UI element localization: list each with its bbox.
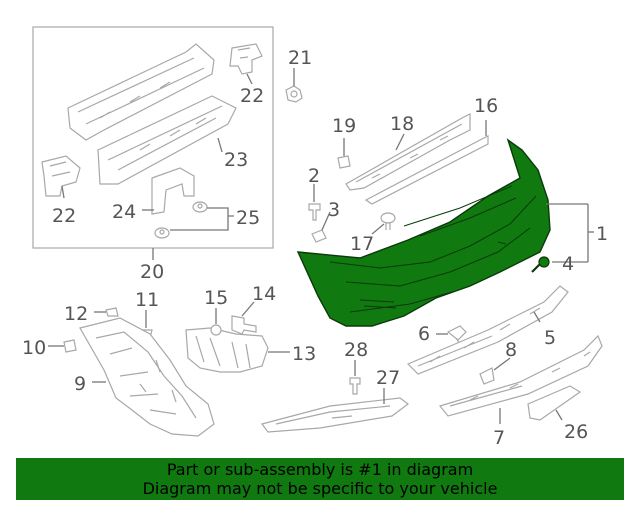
callout-14: 14 <box>252 283 276 305</box>
callout-8: 8 <box>505 339 517 361</box>
callout-7: 7 <box>493 427 505 449</box>
callout-27: 27 <box>376 367 400 389</box>
part-16-trim-strip[interactable] <box>364 135 489 205</box>
part-17-push-clip[interactable] <box>380 212 396 230</box>
part-28-bolt[interactable] <box>349 377 361 395</box>
part-12-clip[interactable] <box>105 307 119 317</box>
part-25-nut-lower[interactable] <box>154 227 170 239</box>
callout-5: 5 <box>544 327 556 349</box>
part-21-bolt[interactable] <box>285 85 303 103</box>
banner-line-1: Part or sub-assembly is #1 in diagram <box>166 460 474 479</box>
callout-9: 9 <box>74 373 86 395</box>
part-26-side-trim[interactable] <box>527 385 582 421</box>
part-4-screw[interactable] <box>531 256 550 273</box>
part-9-side-support[interactable] <box>79 317 215 437</box>
callout-25: 25 <box>236 207 260 229</box>
part-7-lower-trim[interactable] <box>438 334 603 417</box>
callout-4: 4 <box>562 253 574 275</box>
part-3-nut[interactable] <box>311 229 327 243</box>
callout-20: 20 <box>140 261 164 283</box>
info-banner: Part or sub-assembly is #1 in diagram Di… <box>16 458 624 500</box>
part-24-bracket[interactable] <box>151 167 195 215</box>
callout-28: 28 <box>344 339 368 361</box>
part-1-bumper-cover[interactable] <box>296 138 551 327</box>
part-22-bracket-upper[interactable] <box>229 43 263 75</box>
callout-17: 17 <box>350 233 374 255</box>
part-8-clip[interactable] <box>479 367 495 385</box>
callout-16: 16 <box>474 95 498 117</box>
callout-12: 12 <box>64 303 88 325</box>
part-27-reflector-strip[interactable] <box>260 397 409 433</box>
callout-22-lower: 22 <box>52 205 76 227</box>
callout-1: 1 <box>596 223 608 245</box>
callout-18: 18 <box>390 113 414 135</box>
callout-22-upper: 22 <box>240 85 264 107</box>
callout-26: 26 <box>564 421 588 443</box>
callout-13: 13 <box>292 343 316 365</box>
part-22-bracket-lower[interactable] <box>41 155 81 197</box>
callout-11: 11 <box>135 289 159 311</box>
callout-2: 2 <box>308 165 320 187</box>
part-5-lower-strip[interactable] <box>406 285 569 375</box>
callout-23: 23 <box>224 149 248 171</box>
part-2-bolt[interactable] <box>308 203 321 221</box>
callout-24: 24 <box>112 201 136 223</box>
part-19-clip[interactable] <box>337 155 351 169</box>
part-25-nut-upper[interactable] <box>192 201 208 213</box>
callout-15: 15 <box>204 287 228 309</box>
part-13-side-bracket[interactable] <box>185 327 269 373</box>
callout-3: 3 <box>328 199 340 221</box>
part-10-bolt[interactable] <box>63 339 77 353</box>
callout-10: 10 <box>22 337 46 359</box>
part-15-nut[interactable] <box>210 324 222 336</box>
part-18-upper-trim[interactable] <box>345 113 471 191</box>
callout-21: 21 <box>288 47 312 69</box>
callout-6: 6 <box>418 323 430 345</box>
callout-19: 19 <box>332 115 356 137</box>
part-23-reinforcement-beam[interactable] <box>67 43 237 185</box>
banner-line-2: Diagram may not be specific to your vehi… <box>142 479 498 498</box>
part-14-screw[interactable] <box>231 315 257 335</box>
